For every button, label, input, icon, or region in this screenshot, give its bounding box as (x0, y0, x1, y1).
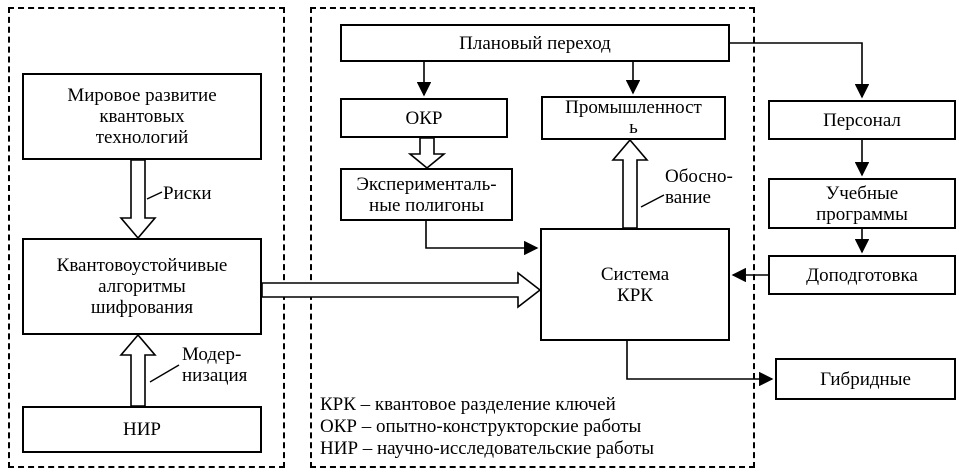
edge-label-modernization: Модер- низация (182, 344, 248, 386)
leader-risks (146, 191, 163, 200)
node-okr-label: ОКР (405, 107, 443, 129)
node-okr: ОКР (340, 98, 508, 138)
node-training-programs: Учебные программы (768, 178, 956, 229)
node-hybrid: Гибридные (775, 358, 956, 400)
hollow-arrow-krk-to-industry (611, 138, 649, 229)
node-industry-label: Промышленност ь (565, 97, 702, 138)
node-quantum-algorithms: Квантовоустойчивые алгоритмы шифрования (22, 238, 262, 335)
node-world-dev: Мировое развитие квантовых технологий (22, 73, 262, 160)
node-planned-transition: Плановый переход (340, 24, 730, 62)
node-krk-system: Система КРК (540, 228, 730, 341)
hollow-arrow-okr-to-testsites (407, 137, 447, 170)
arrow-planned-to-personnel (730, 42, 870, 99)
legend: КРК – квантовое разделение ключей ОКР – … (320, 394, 654, 460)
node-nir-label: НИР (122, 419, 161, 440)
arrow-testsites-to-krk (425, 221, 539, 256)
node-test-sites: Эксперименталь- ные полигоны (340, 168, 513, 221)
node-test-sites-label: Эксперименталь- ные полигоны (356, 173, 497, 216)
hollow-arrow-algorithms-to-krk (261, 271, 542, 309)
node-additional-training-label: Доподготовка (806, 264, 918, 286)
hollow-arrow-worlddev-to-algorithms (119, 159, 157, 240)
left-dashed-frame (8, 7, 285, 468)
edge-label-justification: Обосно- вание (665, 166, 733, 208)
node-training-programs-label: Учебные программы (816, 182, 908, 225)
node-additional-training: Доподготовка (768, 255, 956, 295)
right-dashed-frame (310, 7, 755, 468)
node-personnel: Персонал (768, 100, 956, 140)
legend-line-nir: НИР – научно-исследовательские работы (320, 438, 655, 459)
edge-label-risks: Риски (163, 183, 212, 204)
hollow-arrow-nir-to-algorithms (119, 333, 157, 407)
arrow-krk-to-hybrid (626, 341, 774, 387)
node-quantum-algorithms-label: Квантовоустойчивые алгоритмы шифрования (56, 255, 228, 318)
node-hybrid-label: Гибридные (820, 368, 911, 390)
leader-modernization (149, 364, 180, 383)
legend-line-krk: КРК – квантовое разделение ключей (320, 394, 616, 415)
node-industry: Промышленност ь (541, 96, 726, 140)
node-planned-transition-label: Плановый переход (459, 32, 611, 54)
leader-justification (640, 194, 665, 208)
node-personnel-label: Персонал (823, 109, 901, 131)
legend-line-okr: ОКР – опытно-конструкторские работы (320, 416, 642, 437)
node-krk-system-label: Система КРК (600, 263, 670, 306)
node-nir: НИР (22, 406, 262, 453)
node-world-dev-label: Мировое развитие квантовых технологий (67, 85, 217, 148)
